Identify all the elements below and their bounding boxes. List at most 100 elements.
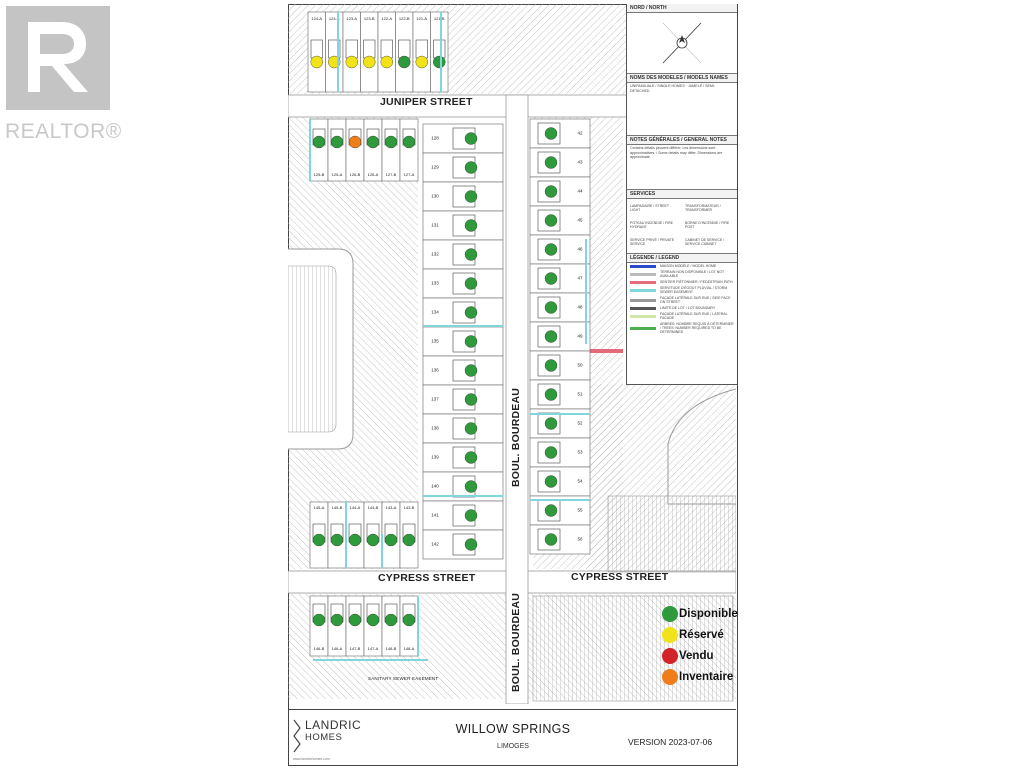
lot-number: 124-B	[329, 16, 340, 21]
lot-number: 145-A	[314, 505, 325, 510]
lot-number: 56	[577, 537, 583, 542]
house-footprint	[345, 39, 358, 59]
lot-status-dot	[348, 533, 362, 547]
legend-swatch	[630, 272, 656, 276]
lot-number: 121-B	[434, 16, 445, 21]
lot-number: 122-B	[399, 16, 410, 21]
lot-status-dot	[366, 533, 380, 547]
lot-number: 125-A	[332, 172, 343, 177]
north-header: NORD / NORTH	[627, 4, 737, 13]
lot-status-dot	[384, 533, 398, 547]
legend-swatch	[630, 280, 656, 284]
lot-number: 123-A	[346, 16, 357, 21]
legend-header: LÉGENDE / LEGEND	[627, 253, 737, 263]
lot-status-dot	[544, 504, 558, 517]
legend-row: MAISON MODÈLE / MODEL HOME	[627, 263, 737, 269]
lot-status-dot	[398, 55, 411, 69]
project-town: LIMOGES	[497, 743, 529, 750]
lot-status-dot	[544, 214, 558, 227]
project-title: WILLOW SPRINGS	[455, 722, 571, 736]
status-label-reserve: Réservé	[679, 628, 724, 641]
lot-number: 54	[577, 479, 583, 484]
legend-swatch	[630, 288, 656, 292]
legend-label: SERVITUDE D'ÉGOUT PLUVIAL / STORM SEWER …	[660, 286, 728, 294]
services-list: LAMPADAIRE / STREET LIGHT TRANSFORMATEUR …	[627, 199, 737, 251]
lot-status-dot	[464, 132, 478, 145]
brand-url: www.landrichomes.com	[293, 757, 330, 761]
house-footprint	[415, 39, 428, 59]
lot-status-dot	[464, 306, 478, 319]
lot-number: 132	[431, 252, 439, 257]
lot-number: 52	[577, 421, 583, 426]
lot-status-dot	[312, 135, 326, 149]
lot-status-dot	[464, 422, 478, 435]
status-reserve: Réservé	[662, 624, 772, 645]
brand-name: LANDRIC	[305, 718, 362, 732]
lot-status-dot	[348, 135, 362, 149]
lot-number: 146-A	[332, 646, 343, 651]
cypress-street-west-label: CYPRESS STREET	[378, 572, 476, 584]
landric-homes-logo: LANDRIC HOMES www.landrichomes.com	[292, 716, 372, 761]
lot-status-dot	[330, 613, 344, 627]
legend-label: MAISON MODÈLE / MODEL HOME	[660, 264, 717, 268]
lot-number: 136	[431, 368, 439, 373]
lot-status-dot	[363, 55, 376, 69]
service-item: SERVICE PRIVÉ / PRIVATE SERVICE	[630, 238, 675, 247]
legend-label: FAÇADE LATÉRALE SUR RUE / LATERAL FACADE	[660, 312, 728, 320]
lot-status-dot	[544, 330, 558, 343]
lot-status-dot	[312, 613, 326, 627]
service-item: TRANSFORMATEUR / TRANSFORMER	[685, 203, 721, 212]
lot-number: 141	[431, 513, 439, 518]
realtor-watermark-text: REALTOR®	[5, 120, 122, 143]
legend-panel: NORD / NORTH NOMS DES MODELES / MODELS N…	[626, 4, 737, 385]
lot-status-dot	[464, 161, 478, 174]
compass-icon	[662, 22, 702, 64]
house-footprint	[310, 39, 323, 59]
models-header: NOMS DES MODELES / MODELS NAMES	[627, 73, 737, 83]
lot-status-dot	[366, 135, 380, 149]
lot-number: 53	[577, 450, 583, 455]
lot-status-dot	[544, 475, 558, 488]
lot-number: 124-A	[311, 16, 322, 21]
legend-swatch	[630, 298, 656, 302]
service-item: LAMPADAIRE / STREET LIGHT	[630, 203, 669, 212]
lot-status-dot	[464, 393, 478, 406]
lot-status-dot	[402, 533, 416, 547]
lot-number: 45	[577, 218, 583, 223]
legend-row: SERVITUDE D'ÉGOUT PLUVIAL / STORM SEWER …	[627, 285, 737, 295]
services-header: SERVICES	[627, 189, 737, 199]
status-label-inventaire: Inventaire	[679, 670, 734, 683]
lot-number: 142	[431, 542, 439, 547]
lot-number: 55	[577, 508, 583, 513]
lot-status-dot	[544, 156, 558, 169]
lot-number: 145-B	[332, 505, 343, 510]
lot-number: 135	[431, 339, 439, 344]
status-label-disponible: Disponible	[679, 607, 738, 620]
lot-number: 131	[431, 223, 439, 228]
lot-status-dot	[544, 185, 558, 198]
service-item: CABINET DE SERVICE / SERVICE CABINET	[685, 238, 725, 247]
status-dot-vendu	[662, 647, 678, 664]
status-dot-reserve	[662, 626, 678, 643]
status-inventaire: Inventaire	[662, 666, 772, 687]
lot-number: 143-B	[404, 505, 415, 510]
lot-number: 127-A	[404, 172, 415, 177]
lot-status-legend: Disponible Réservé Vendu Inventaire	[662, 603, 772, 687]
lot-status-dot	[464, 480, 478, 493]
legend-swatch	[630, 314, 656, 318]
status-vendu: Vendu	[662, 645, 772, 666]
lot-status-dot	[544, 446, 558, 459]
lot-number: 144-A	[350, 505, 361, 510]
lot-number: 121-A	[416, 16, 427, 21]
legend-label: FAÇADE LATÉRALE SUR RUE / SIDE FACE ON S…	[660, 296, 731, 304]
legend-label: ARBRES: NOMBRE REQUIS À DÉTERMINER / TRE…	[660, 322, 734, 334]
boulevard-bourdeau-north-label: BOUL. BOURDEAU	[510, 387, 522, 487]
lot-number: 147-A	[368, 646, 379, 651]
legend-swatch	[630, 326, 656, 330]
lot-number: 47	[577, 276, 583, 281]
lot-status-dot	[345, 55, 358, 69]
